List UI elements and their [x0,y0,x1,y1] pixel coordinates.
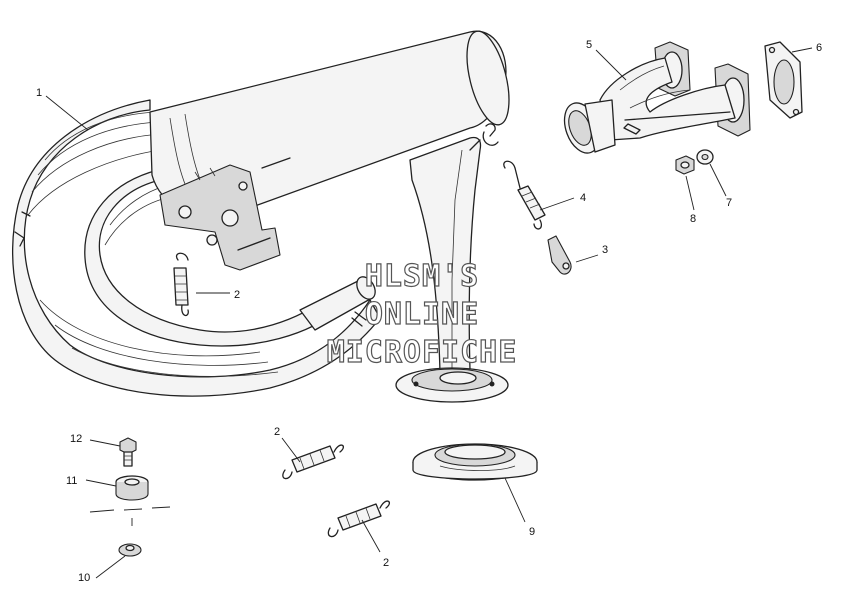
exhaust-manifold [563,41,751,154]
retaining-clip [547,235,572,275]
rubber-bushing [115,475,149,501]
base-plate [412,443,538,481]
callout-2-lower-left: 2 [274,426,280,438]
watermark-line-3: MICROFICHE [326,335,518,370]
callout-9: 9 [529,526,535,538]
spring-upper [503,160,546,230]
callout-4: 4 [580,192,586,204]
callout-8: 8 [690,213,696,225]
watermark-line-1: HLSM'S [364,259,480,294]
spring-lower-a [282,444,344,480]
mounting-bolt [119,437,137,467]
callout-7: 7 [726,197,732,209]
spacer-washer [118,543,142,557]
callout-6: 6 [816,42,822,54]
callout-11: 11 [66,475,77,487]
hex-nut [675,155,695,175]
callout-3: 3 [602,244,608,256]
flat-washer [696,149,714,165]
callout-1: 1 [36,87,42,99]
tailpipe-post [395,123,509,403]
spring-center [173,252,189,317]
watermark-line-2: ONLINE [364,297,480,332]
callout-10: 10 [78,572,90,584]
expansion-chamber [12,30,510,397]
exhaust-gasket [764,41,803,119]
callout-5: 5 [586,39,592,51]
leader-lines [45,47,813,579]
spring-lower-b [327,500,390,538]
callout-2-center: 2 [234,289,240,301]
callout-12: 12 [70,433,82,445]
callout-2-lower: 2 [383,557,389,569]
